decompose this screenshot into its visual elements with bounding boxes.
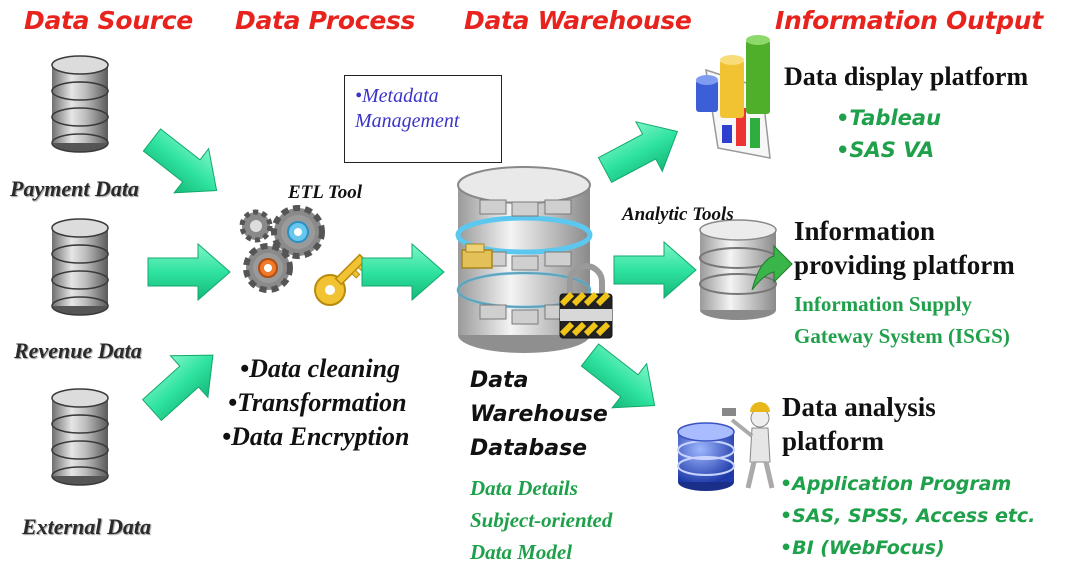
metadata-line: •Metadata: [355, 85, 439, 107]
providing-platform-item: Gateway System (ISGS): [794, 324, 1010, 348]
flow-arrow: [591, 106, 692, 196]
database-worker-icon: [677, 402, 775, 491]
flow-arrow: [147, 243, 231, 301]
header-data-process: Data Process: [235, 6, 416, 35]
source-label-external: External Data: [22, 514, 151, 539]
bar-chart-icon: [696, 35, 771, 159]
process-step: •Data Encryption: [222, 422, 410, 451]
analysis-platform-item: •SAS, SPSS, Access etc.: [780, 505, 1036, 527]
warehouse-title-line: Data: [470, 368, 529, 393]
gears-key-icon: [239, 205, 369, 306]
source-label-payment: Payment Data: [10, 176, 139, 201]
analysis-platform-item: •BI (WebFocus): [780, 537, 945, 559]
warehouse-title: Data Warehouse Database: [470, 364, 608, 466]
providing-platform-title-line: providing platform: [794, 250, 1015, 280]
providing-platform-title: Information providing platform: [794, 214, 1015, 282]
providing-platform-items: Information Supply Gateway System (ISGS): [794, 288, 1010, 352]
database-icon: [51, 218, 109, 316]
analysis-platform-items: •Application Program •SAS, SPSS, Access …: [780, 468, 1035, 564]
display-platform-title: Data display platform: [784, 62, 1029, 91]
source-label-revenue: Revenue Data: [14, 338, 142, 363]
providing-platform-title-line: Information: [794, 216, 935, 246]
etl-tool-label: ETL Tool: [288, 182, 363, 203]
providing-platform-item: Information Supply: [794, 292, 972, 316]
display-platform-item: •Tableau: [836, 106, 942, 130]
analysis-platform-title-line: Data analysis: [782, 392, 936, 422]
header-information-output: Information Output: [775, 6, 1043, 35]
flow-arrow: [134, 117, 235, 214]
header-data-warehouse: Data Warehouse: [464, 6, 692, 35]
warehouse-detail: Subject-oriented: [470, 508, 613, 532]
metadata-line: Management: [355, 110, 460, 132]
flow-arrow: [132, 333, 233, 432]
warehouse-title-line: Database: [470, 436, 588, 461]
header-data-source: Data Source: [24, 6, 193, 35]
process-step: •Transformation: [228, 388, 407, 417]
warehouse-title-line: Warehouse: [470, 402, 608, 427]
analytic-tools-label: Analytic Tools: [622, 204, 734, 225]
server-lock-icon: [455, 166, 613, 353]
database-icon: [51, 55, 109, 153]
warehouse-detail: Data Details: [470, 476, 578, 500]
display-platform-item: •SAS VA: [836, 138, 935, 162]
analysis-platform-title: Data analysis platform: [782, 390, 936, 458]
analysis-platform-title-line: platform: [782, 426, 884, 456]
metadata-management-box: •Metadata Management: [344, 75, 502, 163]
warehouse-detail: Data Model: [470, 540, 573, 564]
database-icon: [51, 388, 109, 486]
display-platform-items: •Tableau •SAS VA: [836, 102, 941, 166]
database-arrow-icon: [699, 219, 793, 320]
flow-arrow: [613, 241, 697, 299]
flow-arrow: [361, 243, 445, 301]
process-step: •Data cleaning: [240, 354, 401, 383]
analysis-platform-item: •Application Program: [780, 473, 1012, 495]
process-steps: •Data cleaning •Transformation •Data Enc…: [222, 352, 410, 454]
warehouse-details: Data Details Subject-oriented Data Model: [470, 472, 612, 568]
